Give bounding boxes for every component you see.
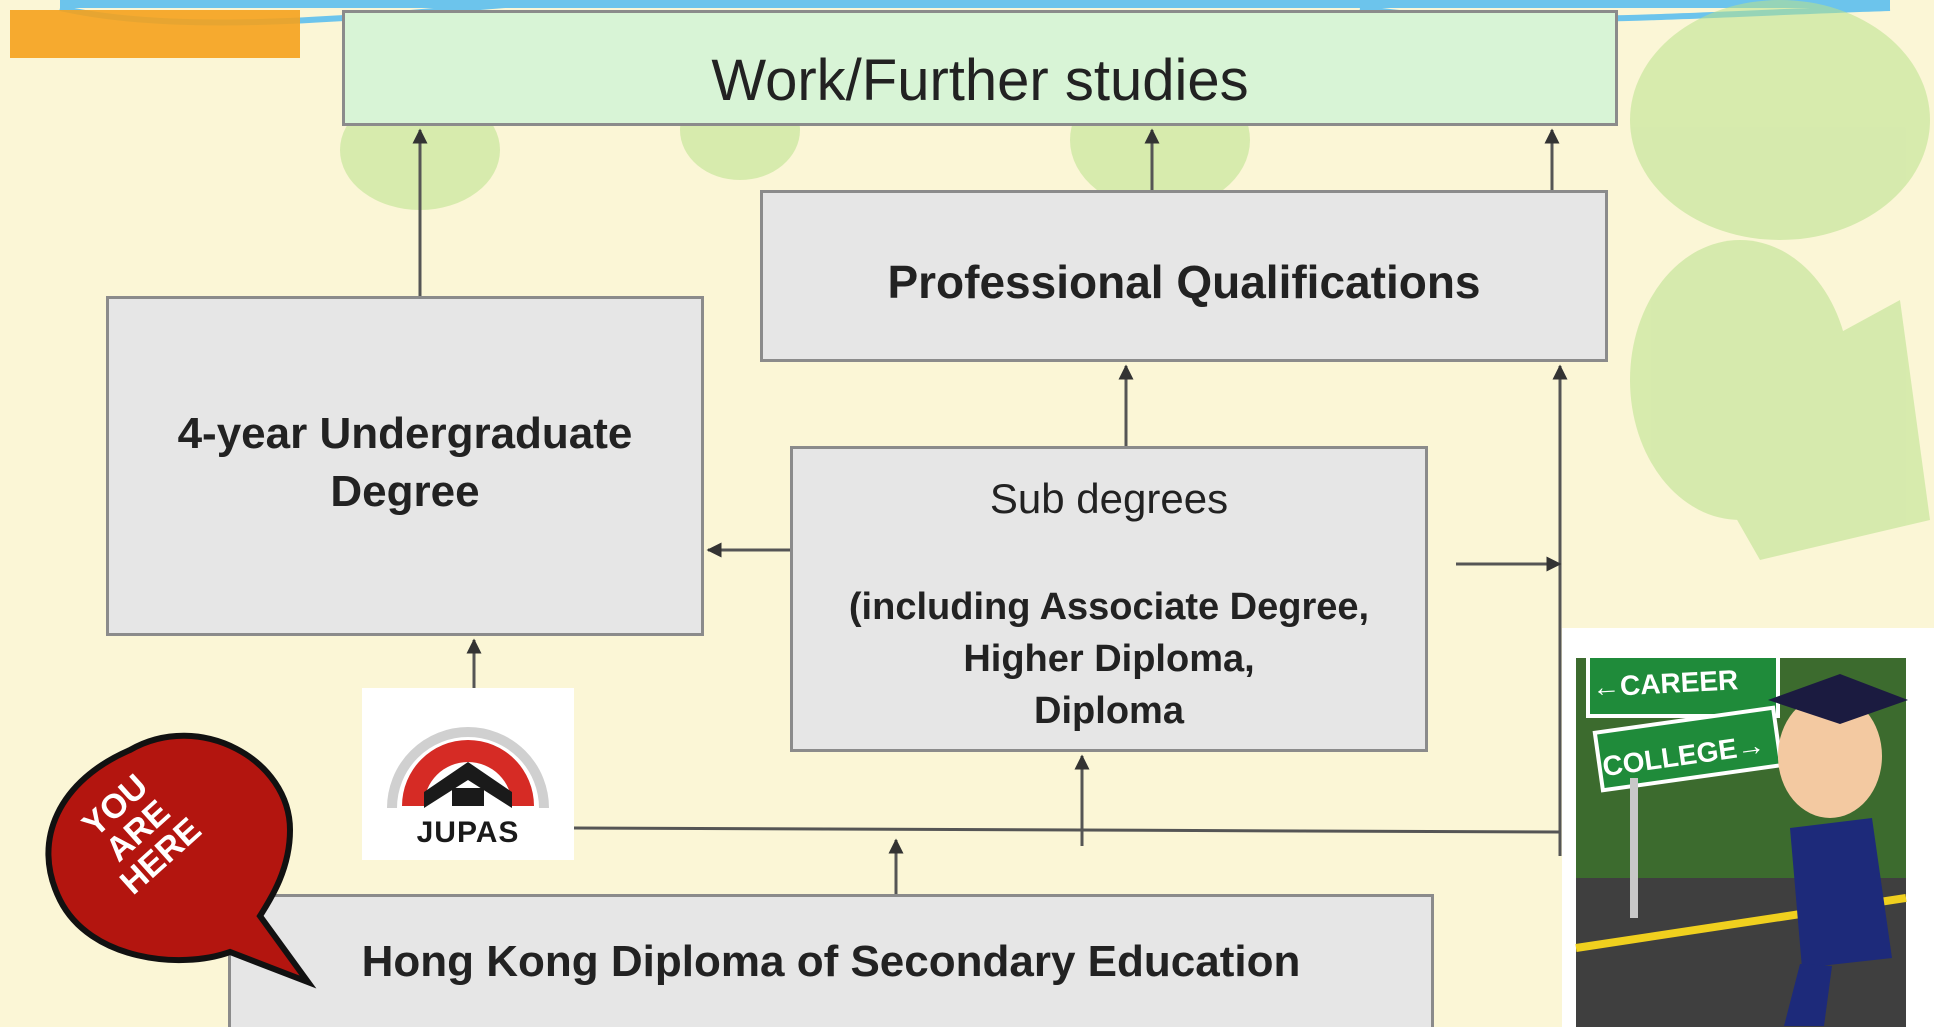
professional-qualifications-box: Professional Qualifications [760,190,1608,362]
undergraduate-degree-box: 4-year Undergraduate Degree [106,296,704,636]
jupas-wordmark: JUPAS [416,816,520,849]
you-are-here-pin [45,732,317,989]
jupas-logo: JUPAS [362,688,574,860]
graduate-signpost-illustration [1562,628,1934,1027]
orange-accent [10,10,300,58]
sub-degrees-title: Sub degrees [989,475,1229,522]
jupas-emblem [387,727,549,809]
professional-qualifications-label: Professional Qualifications [887,256,1481,308]
hkdse-box: Hong Kong Diploma of Secondary Education [228,894,1434,1027]
work-further-studies-box: Work/Further studies [342,10,1618,126]
work-further-studies-label: Work/Further studies [711,48,1249,113]
hkdse-label: Hong Kong Diploma of Secondary Education [361,937,1301,986]
sub-degrees-box: Sub degrees (including Associate Degree,… [790,446,1428,752]
blue-banner [60,0,1890,8]
undergraduate-degree-label: 4-year Undergraduate Degree [177,409,633,516]
sub-degrees-detail: (including Associate Degree, Higher Dipl… [848,586,1370,732]
